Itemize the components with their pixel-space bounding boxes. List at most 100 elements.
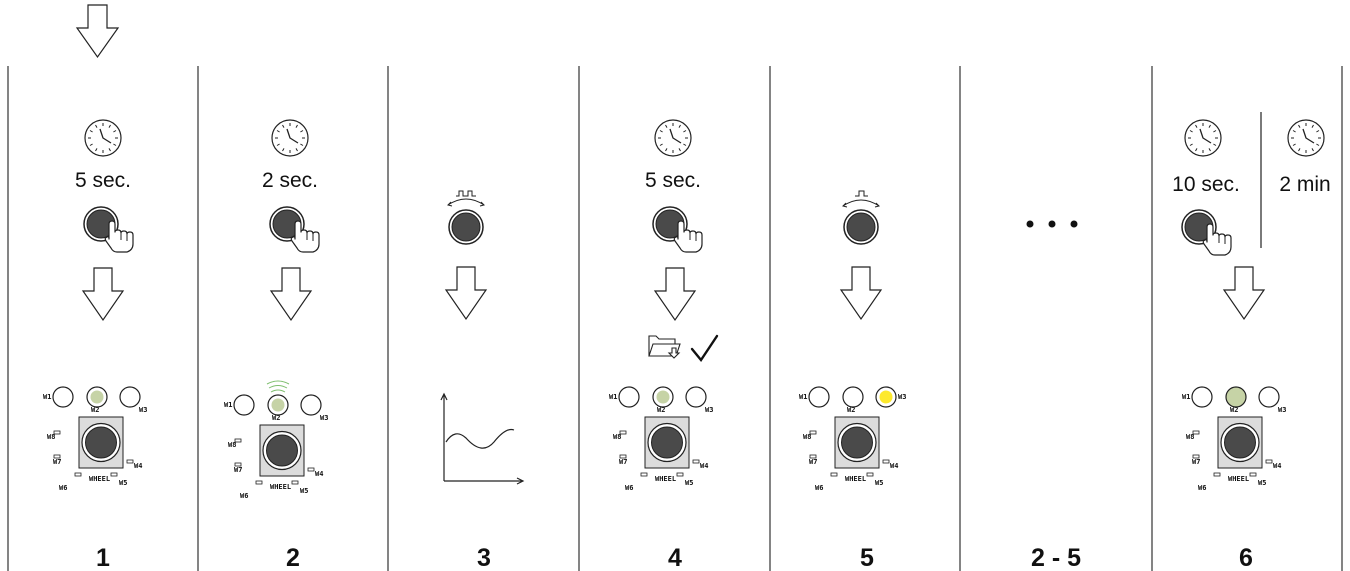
label-w5: W5 — [875, 479, 883, 487]
label-w4: W4 — [1273, 462, 1281, 470]
led-w3 — [1258, 386, 1280, 408]
label-wheel: WHEEL — [845, 475, 866, 483]
label-w3: W3 — [898, 393, 906, 401]
led-w2-lit — [1225, 386, 1247, 408]
control-panel: W1 W2 W3 W8 W7 W4 W6 WHEEL W5 — [1182, 386, 1286, 492]
led-w3 — [119, 386, 141, 408]
label-w1: W1 — [224, 401, 232, 409]
control-panel: W1 W2 W3 W8 W7 W4 W6 WHEEL W5 — [799, 386, 906, 492]
step-number: 2 - 5 — [1031, 544, 1081, 571]
checkmark-icon — [690, 334, 719, 363]
led-w1 — [1191, 386, 1213, 408]
led-w2-lit — [271, 398, 285, 412]
down-arrow-icon — [1223, 266, 1265, 320]
label-w1: W1 — [609, 393, 617, 401]
led-w2-lit — [656, 390, 670, 404]
timer-label: 10 sec. — [1172, 173, 1240, 196]
led-w2-lit — [90, 390, 104, 404]
led-w1 — [52, 386, 74, 408]
label-w2: W2 — [847, 406, 855, 414]
label-w4: W4 — [134, 462, 142, 470]
led-w1 — [233, 394, 255, 416]
down-arrow-icon — [82, 267, 124, 321]
label-w6: W6 — [1198, 484, 1206, 492]
step-number: 4 — [668, 544, 682, 571]
timer-label: 5 sec. — [75, 169, 131, 192]
label-w4: W4 — [890, 462, 898, 470]
knob-press-icon — [652, 206, 703, 253]
ellipsis-icon — [1026, 220, 1078, 228]
step-number: 3 — [477, 544, 491, 571]
label-w3: W3 — [320, 414, 328, 422]
label-w3: W3 — [705, 406, 713, 414]
led-w1 — [618, 386, 640, 408]
label-wheel: WHEEL — [270, 483, 291, 491]
label-wheel: WHEEL — [89, 475, 110, 483]
clock-icon — [1184, 119, 1222, 157]
control-panel: W1 W2 W3 W8 W7 W4 W6 WHEEL W5 — [609, 386, 713, 492]
label-w1: W1 — [1182, 393, 1190, 401]
control-panel: W1 W2 W3 W8 W7 W4 W6 WHEEL W5 — [43, 386, 147, 492]
label-w5: W5 — [1258, 479, 1266, 487]
down-arrow-icon — [840, 266, 882, 320]
entry-down-arrow-icon — [75, 4, 120, 59]
clock-icon — [271, 119, 309, 157]
label-w6: W6 — [815, 484, 823, 492]
led-w3 — [685, 386, 707, 408]
step-number: 1 — [96, 544, 110, 571]
column-3: 3 — [440, 190, 525, 571]
led-w3-lit — [879, 390, 893, 404]
knob-press-icon — [83, 206, 134, 253]
knob-rotate-step-icon — [842, 190, 880, 245]
label-w8: W8 — [1186, 433, 1194, 441]
timer-label: 2 sec. — [262, 169, 318, 192]
blink-waves-icon — [266, 380, 290, 393]
column-separators — [7, 66, 1343, 571]
label-w3: W3 — [1278, 406, 1286, 414]
timer-label-alt: 2 min — [1279, 173, 1330, 196]
led-w1 — [808, 386, 830, 408]
label-w4: W4 — [700, 462, 708, 470]
step-number: 6 — [1239, 544, 1253, 571]
down-arrow-icon — [270, 267, 312, 321]
label-w1: W1 — [43, 393, 51, 401]
label-wheel: WHEEL — [1228, 475, 1249, 483]
label-w4: W4 — [315, 470, 323, 478]
led-w3 — [300, 394, 322, 416]
label-w7: W7 — [53, 458, 61, 466]
column-1: 5 sec. W1 W2 W3 W8 W7 W4 W6 WHEEL W5 1 — [43, 119, 147, 571]
column-4: 5 sec. W1 W2 W3 W8 W7 W4 W6 WHEEL W5 — [609, 119, 719, 571]
column-6: 10 sec. 2 min W1 W2 W3 W8 W7 W4 W6 WHEEL… — [1172, 112, 1331, 571]
control-panel: W1 W2 W3 W8 W7 W4 W6 WHEEL W5 — [224, 380, 328, 500]
label-w8: W8 — [613, 433, 621, 441]
label-w7: W7 — [234, 466, 242, 474]
knob-press-icon — [269, 206, 320, 253]
label-w1: W1 — [799, 393, 807, 401]
knob-press-icon — [1181, 209, 1232, 256]
label-w5: W5 — [300, 487, 308, 495]
label-w7: W7 — [1192, 458, 1200, 466]
clock-icon-alt — [1287, 119, 1325, 157]
label-w2: W2 — [272, 414, 280, 422]
label-w2: W2 — [91, 406, 99, 414]
label-w6: W6 — [240, 492, 248, 500]
label-w2: W2 — [1230, 406, 1238, 414]
graph-icon — [440, 392, 525, 485]
label-w7: W7 — [619, 458, 627, 466]
clock-icon — [84, 119, 122, 157]
column-5: W1 W2 W3 W8 W7 W4 W6 WHEEL W5 5 — [799, 190, 906, 571]
clock-icon — [654, 119, 692, 157]
down-arrow-icon — [445, 266, 487, 320]
label-w7: W7 — [809, 458, 817, 466]
led-w2 — [842, 386, 864, 408]
timer-label: 5 sec. — [645, 169, 701, 192]
label-w3: W3 — [139, 406, 147, 414]
step-number: 5 — [860, 544, 874, 571]
step-number: 2 — [286, 544, 300, 571]
label-w2: W2 — [657, 406, 665, 414]
label-w6: W6 — [59, 484, 67, 492]
label-w8: W8 — [47, 433, 55, 441]
column-2: 2 sec. W1 W2 W3 W8 W7 W4 W6 WHEEL W5 — [224, 119, 328, 571]
label-w5: W5 — [685, 479, 693, 487]
